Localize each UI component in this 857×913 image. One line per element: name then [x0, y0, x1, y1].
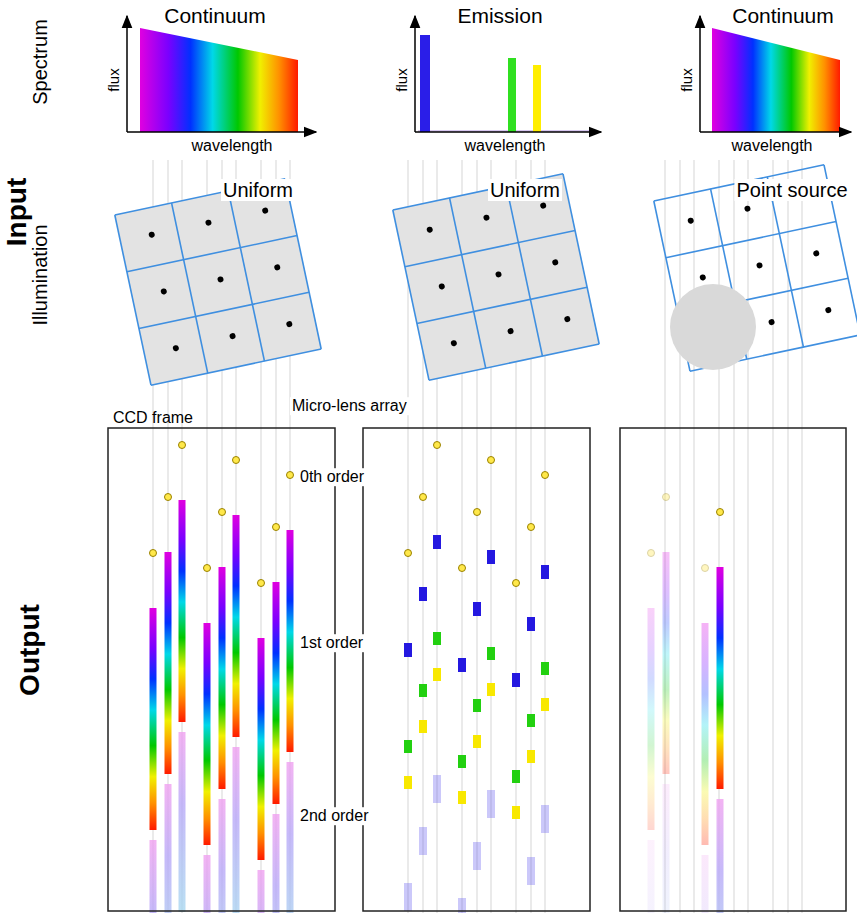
ccd-spectra: [648, 494, 724, 913]
row-label: Spectrum: [29, 19, 51, 105]
axis-label: wavelength: [192, 137, 273, 155]
micro-lens-grid: [115, 165, 857, 385]
axis-label: flux: [106, 68, 123, 91]
row-label: Illumination: [29, 224, 51, 325]
panel-title: Emission: [457, 4, 542, 27]
order-label: 0th order: [298, 468, 366, 486]
panel-title: Continuum: [732, 4, 834, 27]
ccd-spectra: [404, 442, 549, 913]
axis-label: flux: [394, 68, 411, 91]
component-label: Micro-lens array: [290, 397, 409, 415]
illumination-label: Uniform: [221, 179, 295, 201]
spectrum-plot: [415, 16, 601, 132]
axis-label: wavelength: [465, 137, 546, 155]
ccd-spectra: [150, 442, 294, 913]
order-label: 2nd order: [298, 807, 371, 825]
component-label: CCD frame: [113, 409, 193, 427]
axis-label: flux: [679, 68, 696, 91]
section-label: Output: [15, 604, 46, 696]
section-label: Input: [2, 178, 33, 246]
ccd-frame: [108, 428, 846, 911]
axis-label: wavelength: [732, 137, 813, 155]
spectrum-plot: [127, 16, 316, 132]
illumination-label: Point source: [734, 179, 849, 201]
panel-title: Continuum: [164, 4, 266, 27]
illumination-label: Uniform: [488, 179, 562, 201]
spectrum-plot: [700, 16, 851, 132]
order-label: 1st order: [298, 634, 365, 652]
